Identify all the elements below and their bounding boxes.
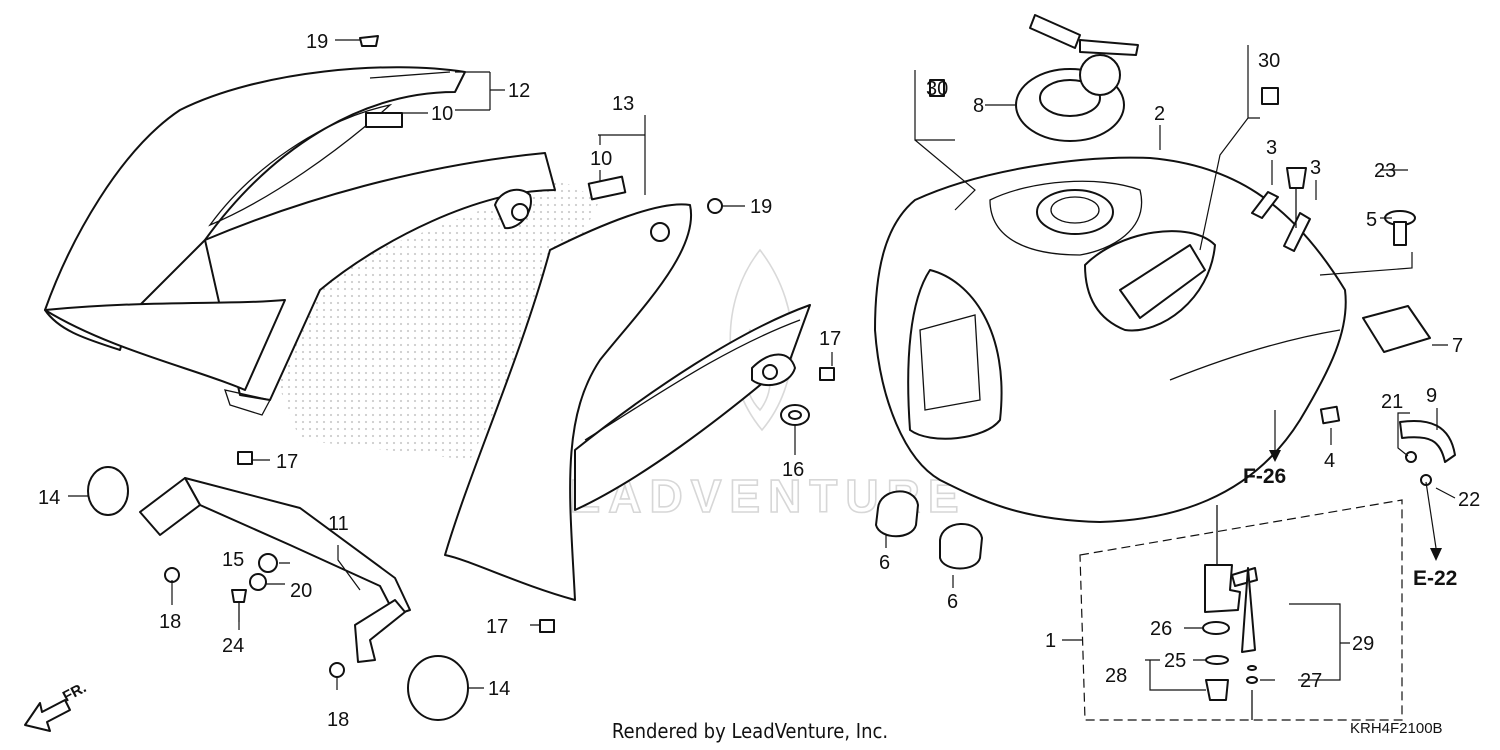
- callout-6: 6: [947, 591, 958, 613]
- callout-17: 17: [276, 451, 298, 473]
- callout-18: 18: [159, 611, 181, 633]
- callout-30: 30: [926, 78, 948, 100]
- reference-f26: F-26: [1243, 465, 1286, 488]
- damper-rubbers: [875, 490, 983, 570]
- callout-4: 4: [1324, 450, 1335, 472]
- front-cowl-part: [44, 66, 556, 416]
- callout-10: 10: [590, 148, 612, 170]
- callout-20: 20: [290, 580, 312, 602]
- dotted-shading: [245, 180, 600, 460]
- callout-26: 26: [1150, 618, 1172, 640]
- callout-16: 16: [782, 459, 804, 481]
- fuel-cap-part: [1015, 14, 1139, 142]
- callout-6: 6: [879, 552, 890, 574]
- callout-27: 27: [1300, 670, 1322, 692]
- callout-9: 9: [1426, 385, 1437, 407]
- callout-2: 2: [1154, 103, 1165, 125]
- callout-24: 24: [222, 635, 244, 657]
- callout-17: 17: [486, 616, 508, 638]
- callout-13: 13: [612, 93, 634, 115]
- callout-22: 22: [1458, 489, 1480, 511]
- leader-lines: [68, 39, 1456, 691]
- callout-3: 3: [1310, 157, 1321, 179]
- callout-11: 11: [328, 513, 349, 535]
- callout-14: 14: [488, 678, 510, 700]
- callout-3: 3: [1266, 137, 1277, 159]
- fasteners: [164, 35, 835, 678]
- callout-15: 15: [222, 549, 244, 571]
- callout-12: 12: [508, 80, 530, 102]
- callout-30: 30: [1258, 50, 1280, 72]
- reference-e22: E-22: [1413, 567, 1457, 590]
- arrows: [24, 450, 1442, 732]
- side-shroud-part: [444, 175, 811, 601]
- callout-10: 10: [431, 103, 453, 125]
- callout-7: 7: [1452, 335, 1463, 357]
- tank-side-parts: [929, 79, 1456, 486]
- diagram-code: KRH4F2100B: [1350, 720, 1443, 737]
- credit-text: Rendered by LeadVenture, Inc.: [612, 719, 888, 743]
- arrow-down-icon: [1269, 450, 1281, 462]
- callout-1: 1: [1045, 630, 1056, 652]
- callout-5: 5: [1366, 209, 1377, 231]
- callout-8: 8: [973, 95, 984, 117]
- callout-14: 14: [38, 487, 60, 509]
- fuel-cock-assembly: [1079, 499, 1403, 721]
- callout-28: 28: [1105, 665, 1127, 687]
- grommet-part: [780, 404, 810, 426]
- arrow-down-icon: [1430, 548, 1442, 561]
- callout-labels: 19 12 10 13 10 19 17 17 16 14 18 15 20 2…: [38, 31, 1480, 731]
- callout-17: 17: [819, 328, 841, 350]
- callout-19: 19: [750, 196, 772, 218]
- bracket-part: [87, 466, 469, 721]
- callout-18: 18: [327, 709, 349, 731]
- callout-25: 25: [1164, 650, 1186, 672]
- callout-21: 21: [1381, 391, 1403, 413]
- callout-19: 19: [306, 31, 328, 53]
- fuel-tank-part: [874, 156, 1347, 523]
- callout-29: 29: [1352, 633, 1374, 655]
- front-arrow-icon: [24, 699, 71, 732]
- callout-23: 23: [1374, 160, 1396, 182]
